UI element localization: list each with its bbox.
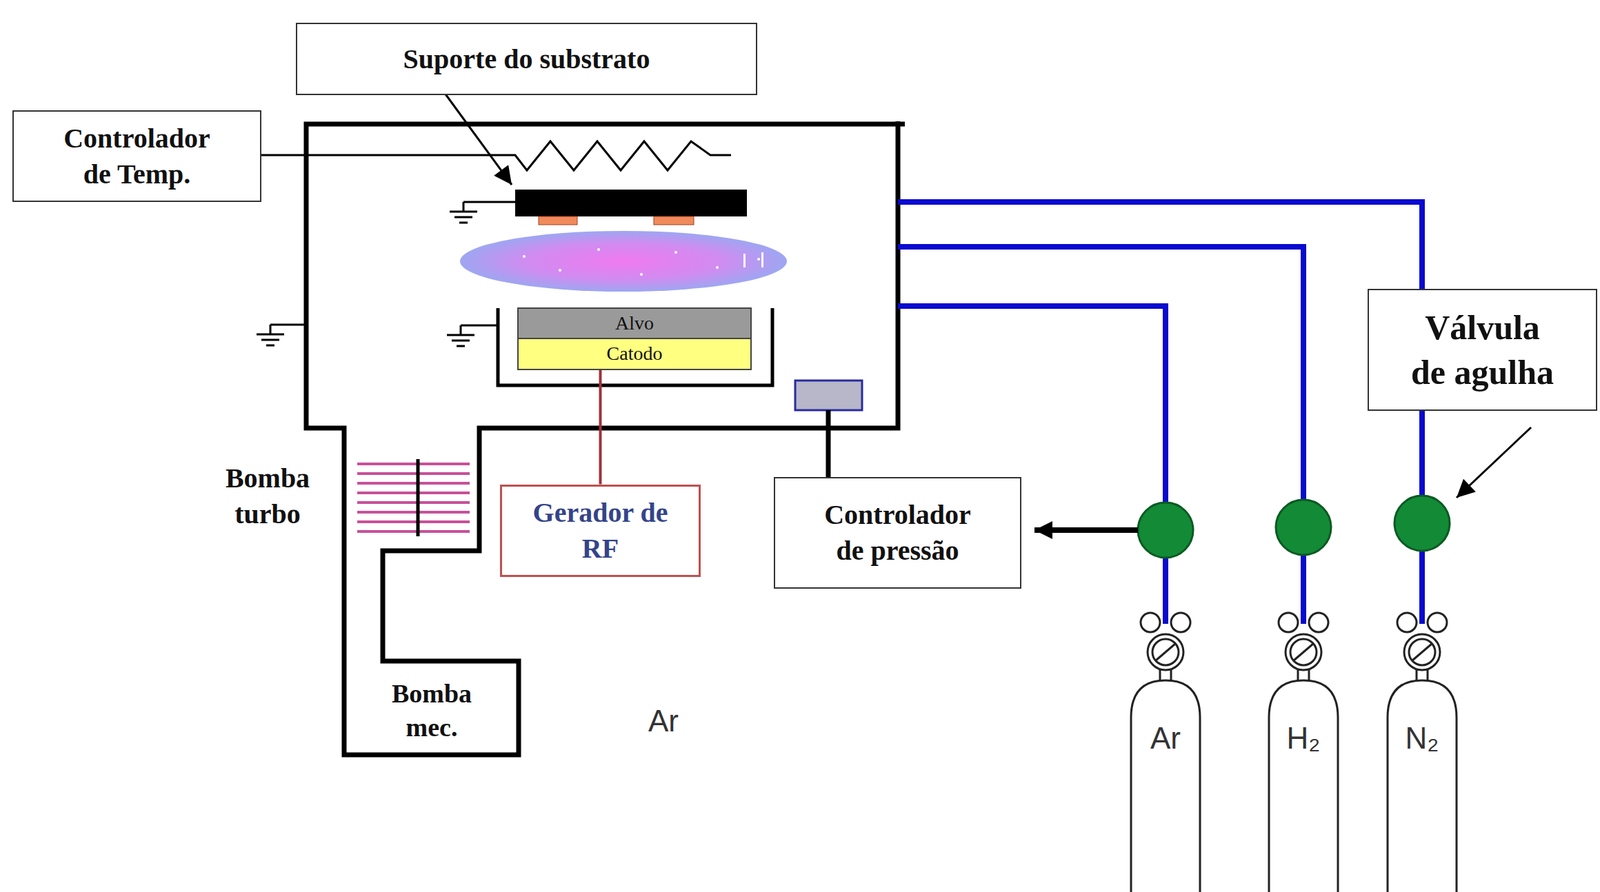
target-block: Alvo: [517, 307, 752, 340]
rf-cable: [599, 370, 603, 485]
cylinder-outline: [1267, 679, 1340, 892]
callout-box: Válvula de agulha: [1367, 288, 1598, 412]
substrate: [538, 216, 578, 225]
node-text: Ar: [1150, 722, 1181, 756]
node-text: Gerador de RF: [524, 495, 677, 567]
controller-box: Controlador de pressão: [773, 477, 1022, 589]
node-text: Controlador de pressão: [815, 497, 981, 569]
gauge-wire: [826, 410, 832, 478]
cylinder-body: [1131, 680, 1200, 892]
node-text: Válvula de agulha: [1407, 305, 1558, 396]
ground-symbol: [256, 324, 285, 346]
pump-label: Bomba turbo: [215, 460, 320, 533]
ground-symbol: [449, 202, 478, 223]
gas-cylinder: H₂: [1267, 679, 1340, 892]
pressure-gauge: [795, 380, 863, 411]
cylinder-outline: [1129, 679, 1202, 892]
node-text: Controlador de Temp.: [54, 120, 220, 193]
gas-cylinder: N₂: [1386, 679, 1458, 892]
rf-generator-box: Gerador de RF: [500, 484, 701, 578]
cathode-block: Catodo: [517, 337, 752, 371]
turbo-pump-blades: [357, 464, 470, 532]
cylinder-outline: [1386, 679, 1458, 892]
heater-coil: [261, 141, 732, 171]
callout-arrow: [1456, 427, 1532, 498]
ground-wire: [460, 324, 498, 327]
node-text: N₂: [1405, 722, 1440, 756]
turbo-pump-shaft: [416, 459, 420, 537]
plasma-sparkle: [522, 248, 764, 276]
control-arrow: [1034, 527, 1138, 534]
ground-wire: [463, 201, 516, 204]
node-text: Suporte do substrato: [403, 41, 651, 78]
callout-box: Controlador de Temp.: [12, 110, 262, 203]
ground-wire: [270, 324, 307, 327]
cylinder-body: [1387, 680, 1457, 892]
vacuum-chamber: [306, 121, 905, 756]
node-text: H₂: [1286, 722, 1321, 756]
plasma: [460, 231, 787, 292]
substrate: [653, 216, 694, 225]
ground-symbol: [446, 325, 475, 347]
needle-valve: [1137, 495, 1450, 558]
gas-cylinder: Ar: [1129, 679, 1202, 892]
callout-box: Suporte do substrato: [295, 22, 758, 96]
pump-label: Bomba mec.: [380, 677, 484, 746]
cylinder-regulator: [1140, 613, 1447, 682]
gas-label: Ar: [622, 704, 705, 738]
callout-arrow: [438, 84, 512, 185]
node-text: Catodo: [606, 343, 663, 365]
cylinder-body: [1268, 680, 1338, 892]
substrate-holder: [515, 189, 747, 217]
node-text: Alvo: [615, 313, 654, 335]
